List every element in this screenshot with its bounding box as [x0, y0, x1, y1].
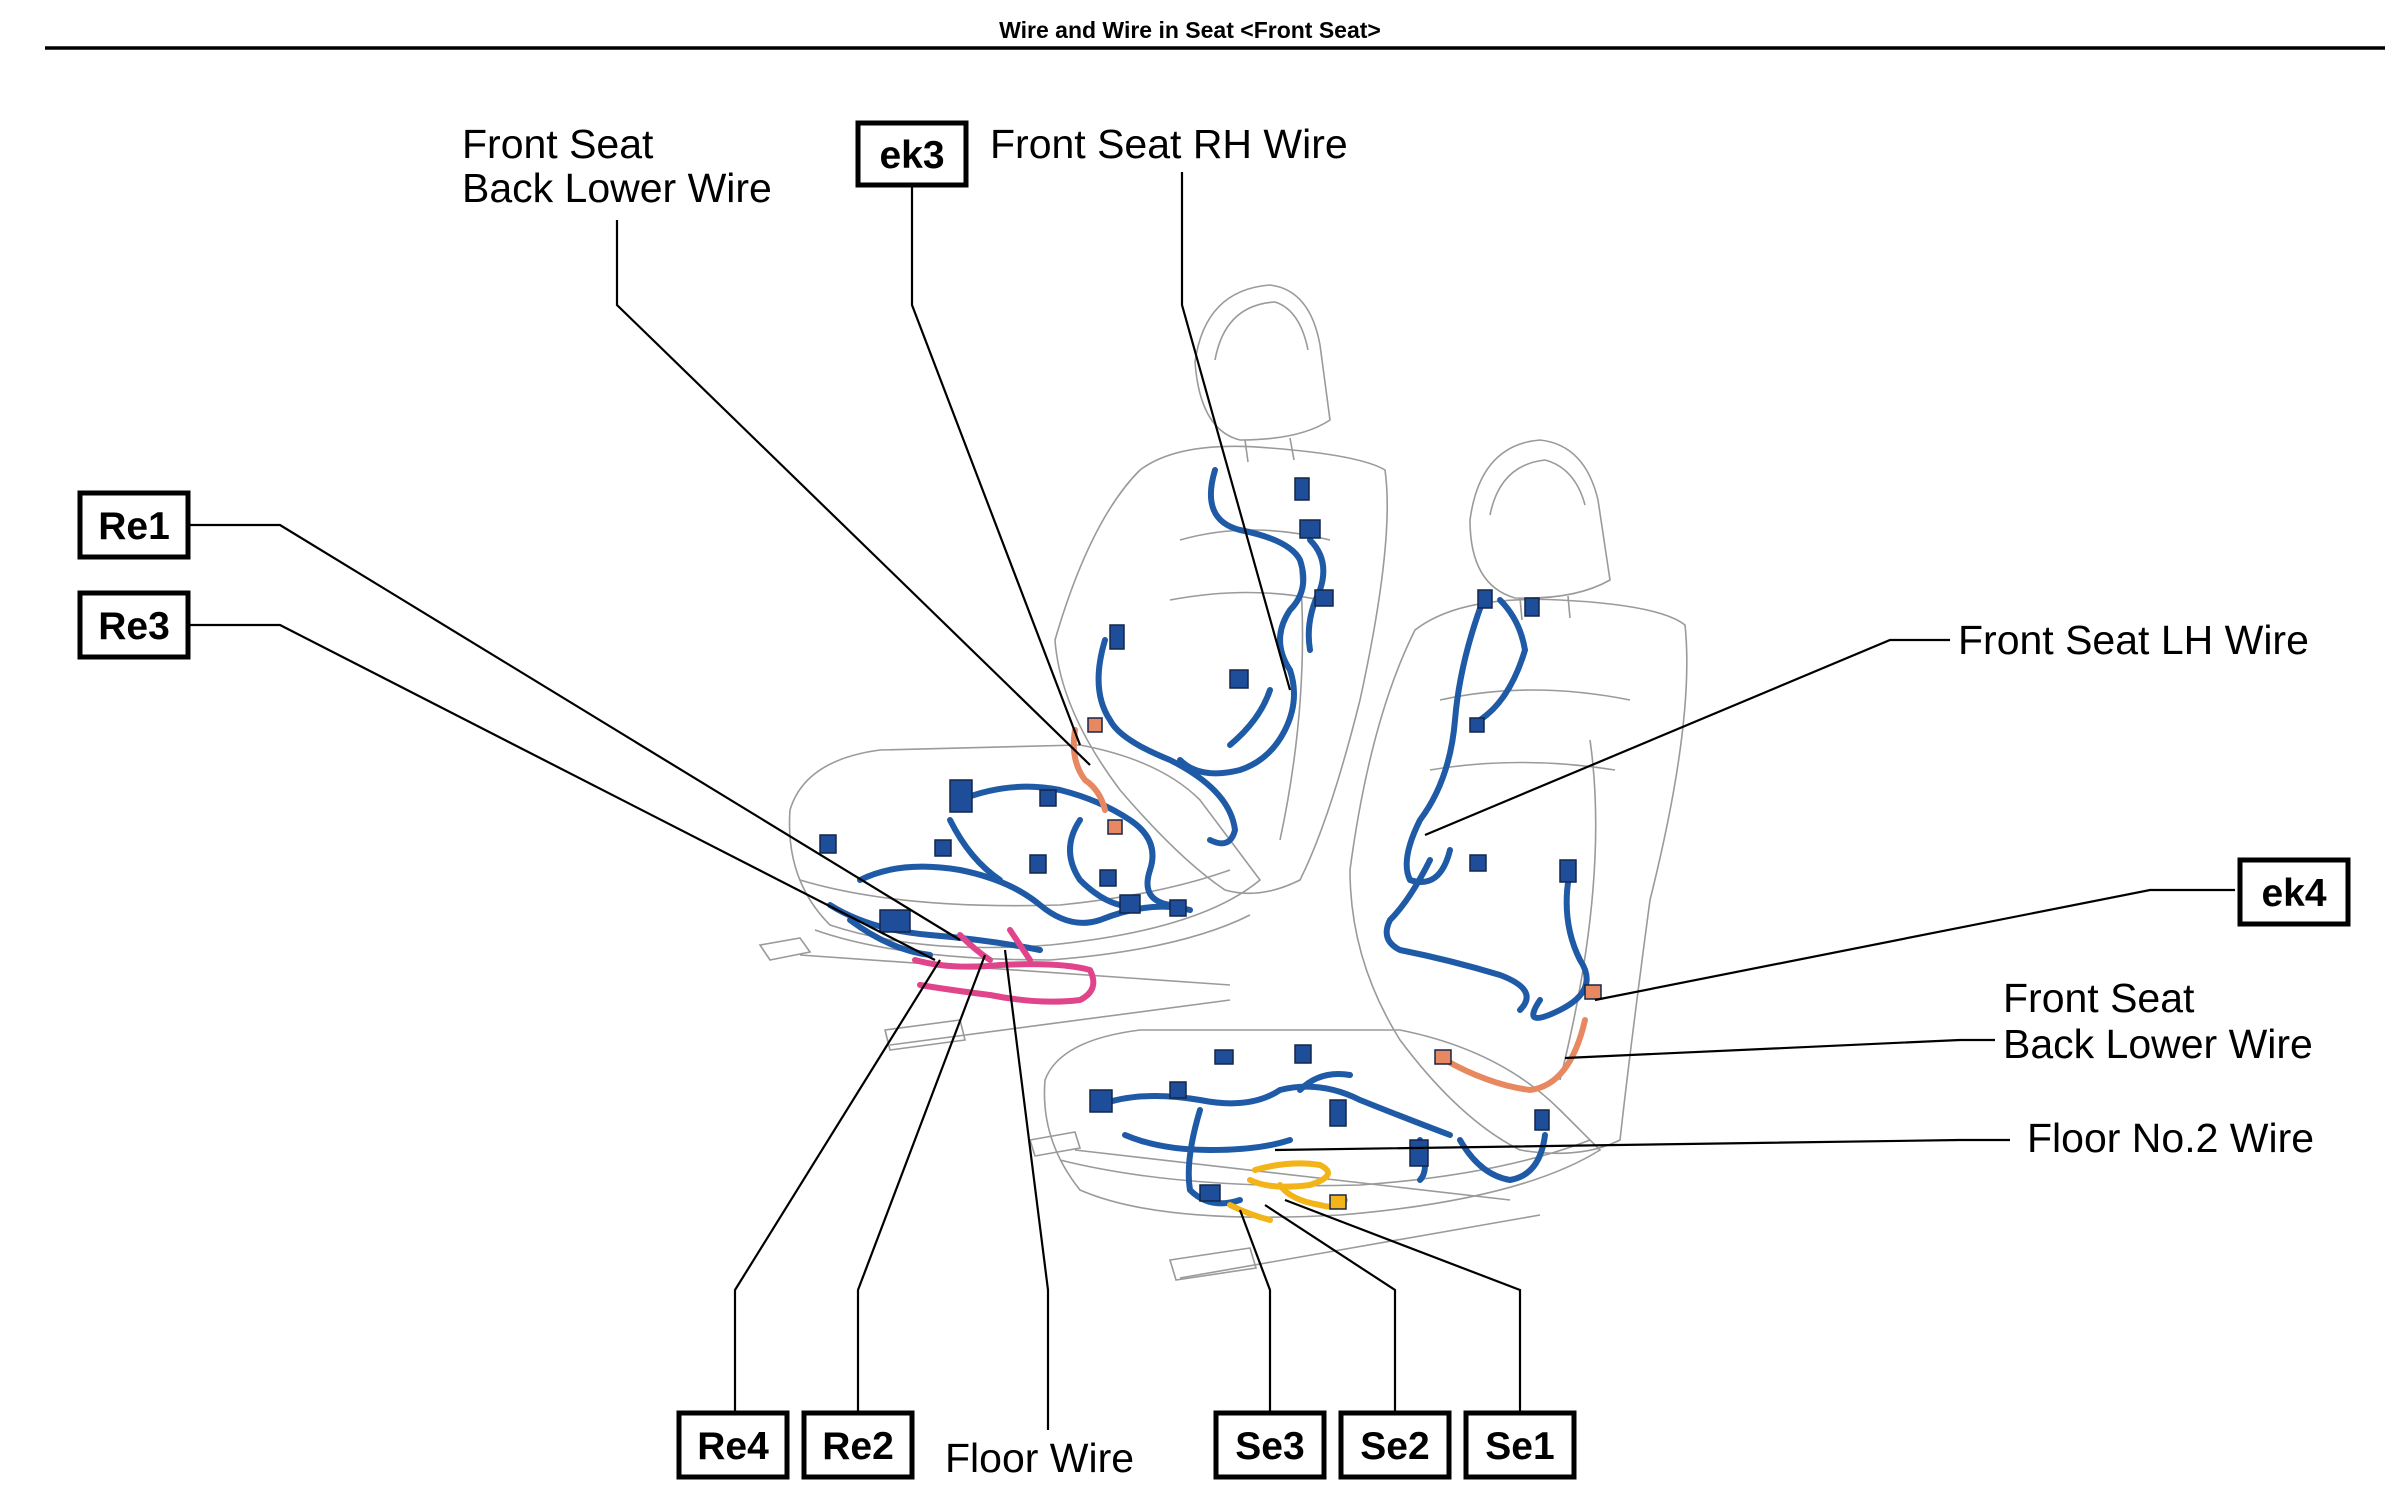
connector-code-se2: Se2 [1360, 1425, 1429, 1468]
connector-box-re1: Re1 [77, 490, 191, 560]
connector-code-re4: Re4 [697, 1425, 769, 1468]
connector-box-se2: Se2 [1338, 1410, 1452, 1480]
rh-back-lower-wire-harness [1070, 727, 1108, 813]
connector-code-ek4: ek4 [2261, 872, 2326, 915]
floor-wire-harness [912, 927, 1097, 1005]
harness-connectors [819, 477, 1602, 1210]
connector-code-se1: Se1 [1485, 1425, 1554, 1468]
connector-box-ek3: ek3 [855, 120, 969, 188]
label-floor-wire: Floor Wire [945, 1435, 1134, 1481]
connector-box-re3: Re3 [77, 590, 191, 660]
lh-back-lower-wire-harness [1442, 1017, 1588, 1093]
connector-code-re3: Re3 [98, 605, 170, 648]
label-front-seat-back-lower-wire-right-2: Back Lower Wire [2003, 1021, 2313, 1067]
connector-box-se1: Se1 [1463, 1410, 1577, 1480]
label-front-seat-back-lower-wire-top-2: Back Lower Wire [462, 165, 772, 211]
leader-lines [188, 172, 2235, 1430]
lh-seat-outline [1028, 439, 1688, 1281]
page-title: Wire and Wire in Seat <Front Seat> [999, 17, 1381, 43]
connector-code-ek3: ek3 [879, 134, 944, 177]
connector-box-se3: Se3 [1213, 1410, 1327, 1480]
floor-no2-wire-harness [1227, 1160, 1348, 1223]
connector-code-re1: Re1 [98, 505, 170, 548]
label-front-seat-lh-wire: Front Seat LH Wire [1958, 617, 2309, 663]
connector-box-re2: Re2 [801, 1410, 915, 1480]
connector-box-re4: Re4 [676, 1410, 790, 1480]
connector-code-se3: Se3 [1235, 1425, 1304, 1468]
label-front-seat-back-lower-wire-right-1: Front Seat [2003, 975, 2195, 1021]
rh-seat-outline [758, 284, 1388, 1051]
label-front-seat-rh-wire: Front Seat RH Wire [990, 121, 1348, 167]
connector-code-re2: Re2 [822, 1425, 894, 1468]
label-floor-no2-wire: Floor No.2 Wire [2027, 1115, 2314, 1161]
front-seat-lh-wire-harness [1097, 592, 1590, 1207]
connector-box-ek4: ek4 [2237, 857, 2351, 927]
label-front-seat-back-lower-wire-top-1: Front Seat [462, 121, 654, 167]
